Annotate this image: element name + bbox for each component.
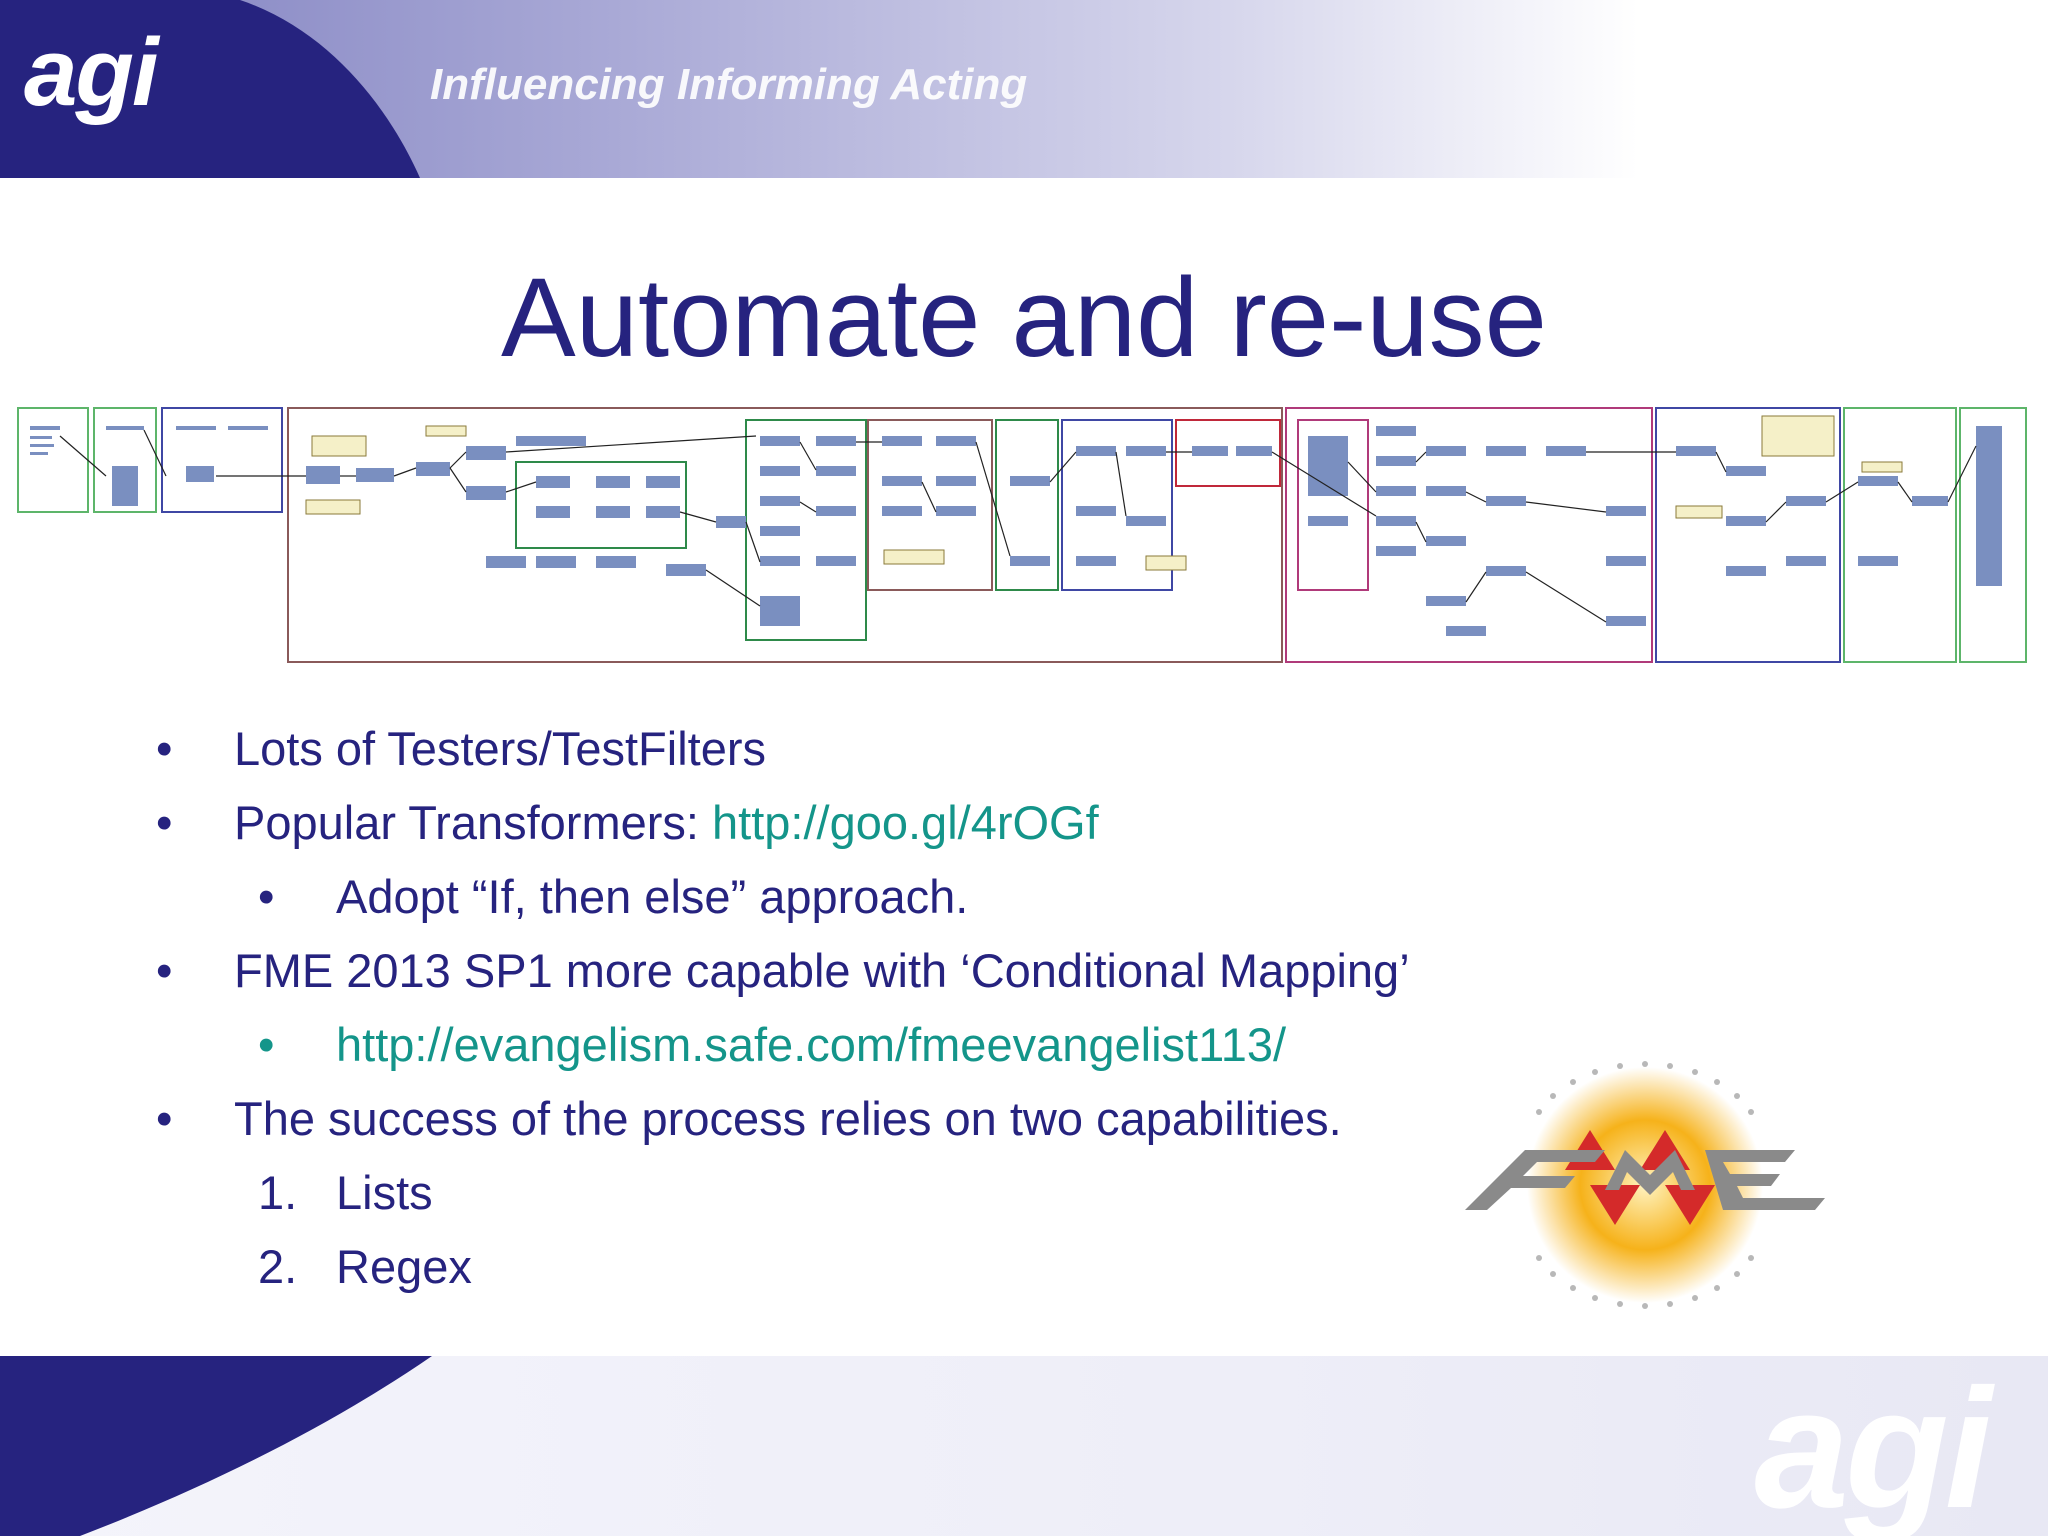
agi-logo-watermark: agi bbox=[1754, 1356, 1992, 1536]
bullet-item: • The success of the process relies on t… bbox=[150, 1082, 1650, 1156]
slide-title: Automate and re-use bbox=[501, 255, 1547, 380]
bullet-marker: • bbox=[258, 1018, 275, 1071]
bullet-text: FME 2013 SP1 more capable with ‘Conditio… bbox=[234, 944, 1410, 997]
bullet-item: • http://evangelism.safe.com/fmeevangeli… bbox=[150, 1008, 1650, 1082]
bullet-item: • FME 2013 SP1 more capable with ‘Condit… bbox=[150, 934, 1650, 1008]
bullet-marker: • bbox=[258, 870, 275, 923]
bullet-marker: • bbox=[156, 1092, 173, 1145]
numbered-text: Regex bbox=[336, 1240, 472, 1293]
bullet-text: Lots of Testers/TestFilters bbox=[234, 722, 766, 775]
workflow-diagram-thumbnail bbox=[17, 407, 2027, 663]
bullet-item: • Lots of Testers/TestFilters bbox=[150, 712, 1650, 786]
bullet-list: • Lots of Testers/TestFilters • Popular … bbox=[150, 712, 1650, 1304]
fme-letters bbox=[1465, 1150, 1825, 1210]
popular-transformers-link[interactable]: http://goo.gl/4rOGf bbox=[712, 796, 1099, 849]
bullet-marker: • bbox=[156, 796, 173, 849]
bullet-item: • Adopt “If, then else” approach. bbox=[150, 860, 1650, 934]
bullet-marker: • bbox=[156, 944, 173, 997]
bullet-item: • Popular Transformers: http://goo.gl/4r… bbox=[150, 786, 1650, 860]
agi-logo: agi bbox=[24, 19, 159, 126]
bullet-marker: • bbox=[156, 722, 173, 775]
numbered-text: Lists bbox=[336, 1166, 433, 1219]
header-tagline: Influencing Informing Acting bbox=[430, 60, 1028, 109]
number-marker: 2. bbox=[258, 1240, 298, 1293]
fme-dot-ring bbox=[1536, 1061, 1754, 1309]
footer-band: agi bbox=[0, 1356, 2048, 1536]
number-marker: 1. bbox=[258, 1166, 298, 1219]
bullet-text: Adopt “If, then else” approach. bbox=[336, 870, 969, 923]
bullet-text: Popular Transformers: bbox=[234, 796, 713, 849]
header-swoosh bbox=[0, 0, 420, 178]
bullet-text: The success of the process relies on two… bbox=[234, 1092, 1342, 1145]
footer-swoosh bbox=[0, 1356, 432, 1536]
numbered-item: 2. Regex bbox=[150, 1230, 1650, 1304]
header-band: agi Influencing Informing Acting bbox=[0, 0, 2048, 178]
evangelist-link[interactable]: http://evangelism.safe.com/fmeevangelist… bbox=[336, 1018, 1287, 1071]
fme-logo bbox=[1465, 1061, 1825, 1309]
numbered-item: 1. Lists bbox=[150, 1156, 1650, 1230]
